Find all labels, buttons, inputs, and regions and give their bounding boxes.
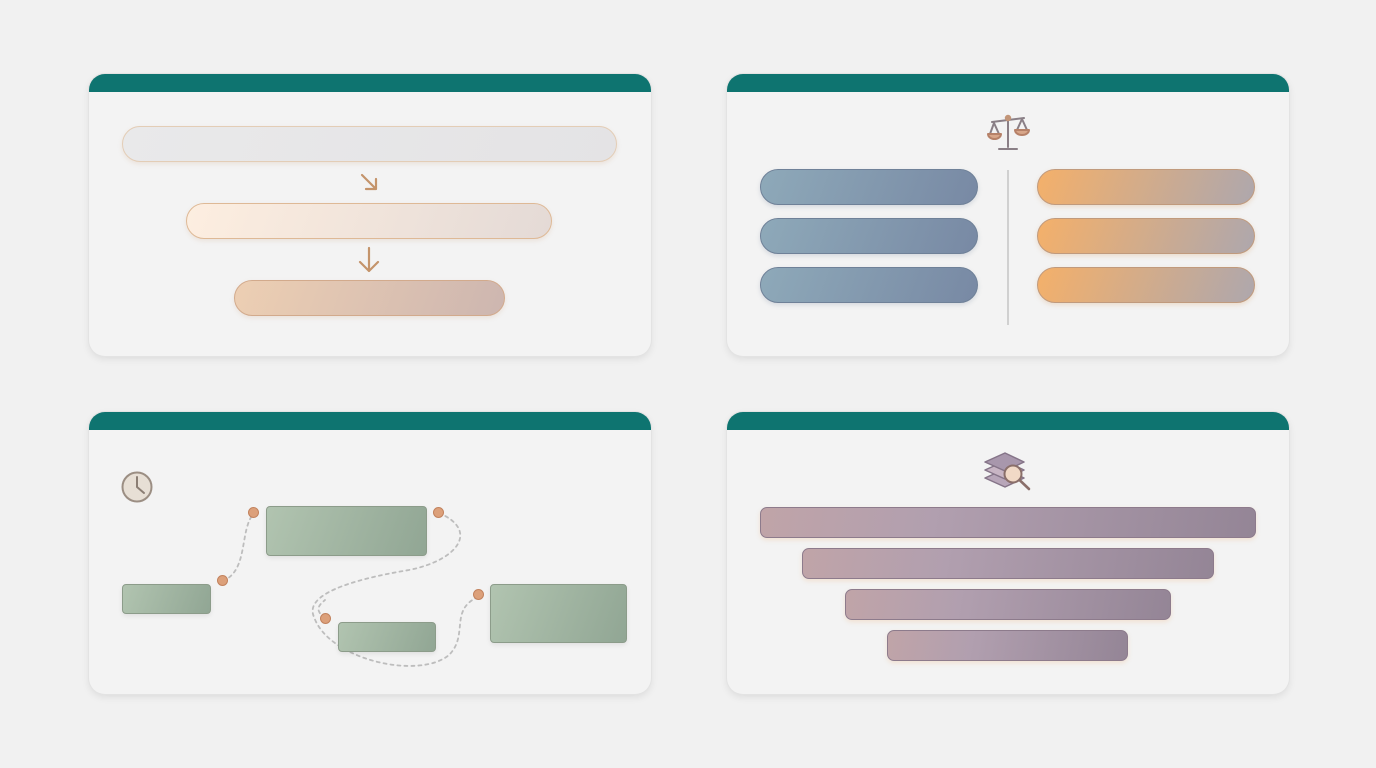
cascade-diagram (89, 92, 651, 356)
flow-box-top (266, 506, 427, 556)
connector-dot-2 (248, 507, 259, 518)
layers-search-icon (984, 452, 1031, 491)
card-comparison (727, 74, 1289, 356)
funnel-bar-3 (845, 589, 1171, 620)
connector-dot-5 (473, 589, 484, 600)
left-bar-3 (760, 267, 978, 303)
left-bar-1 (760, 169, 978, 205)
card-header-bar (89, 74, 651, 92)
flow-box-small-left (122, 584, 211, 614)
cascade-bar-2 (186, 203, 552, 239)
card-cascade (89, 74, 651, 356)
arrow-down-icon (358, 246, 380, 273)
connector-dot-3 (433, 507, 444, 518)
comparison-diagram (727, 92, 1289, 356)
left-bar-2 (760, 218, 978, 254)
card-timeline-flow (89, 412, 651, 694)
card-header-bar (727, 74, 1289, 92)
right-bar-3 (1037, 267, 1255, 303)
right-bar-1 (1037, 169, 1255, 205)
balance-scale-icon (987, 114, 1030, 150)
arrow-down-right-icon (360, 173, 378, 191)
connector-1 (222, 512, 255, 582)
flow-connectors (121, 471, 479, 667)
flow-box-right (490, 584, 627, 643)
card-header-bar (89, 412, 651, 430)
connector-2 (311, 512, 479, 667)
card-funnel (727, 412, 1289, 694)
card-header-bar (727, 412, 1289, 430)
connector-dot-4 (320, 613, 331, 624)
flow-diagram (89, 430, 651, 694)
flow-box-middle (338, 622, 436, 652)
funnel-bar-1 (760, 507, 1256, 538)
cascade-bar-3 (234, 280, 505, 316)
comparison-divider (1007, 170, 1009, 325)
funnel-bar-2 (802, 548, 1214, 579)
funnel-bar-4 (887, 630, 1128, 661)
clock-icon (121, 471, 153, 503)
connector-dot-1 (217, 575, 228, 586)
funnel-diagram (727, 430, 1289, 694)
cascade-bar-1 (122, 126, 617, 162)
right-bar-2 (1037, 218, 1255, 254)
